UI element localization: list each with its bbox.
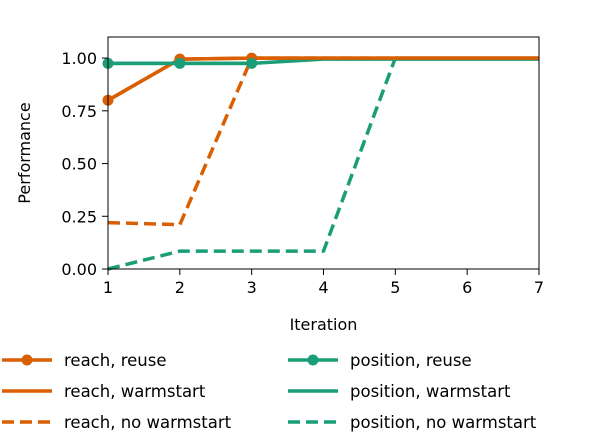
x-tick-label: 7 bbox=[534, 278, 544, 297]
x-tick-label: 4 bbox=[318, 278, 328, 297]
legend-label: position, reuse bbox=[350, 351, 472, 370]
x-axis-label: Iteration bbox=[290, 315, 358, 334]
legend-label: reach, reuse bbox=[64, 351, 166, 370]
legend-label: reach, warmstart bbox=[64, 382, 206, 401]
y-tick-label: 0.75 bbox=[61, 102, 97, 121]
y-tick-label: 0.25 bbox=[61, 207, 97, 226]
y-axis-label: Performance bbox=[15, 102, 34, 203]
x-tick-label: 5 bbox=[390, 278, 400, 297]
legend-marker bbox=[21, 354, 33, 366]
legend-label: position, no warmstart bbox=[350, 413, 537, 432]
y-tick-label: 1.00 bbox=[61, 49, 97, 68]
legend: reach, reuse reach, warmstart reach, no wa… bbox=[2, 351, 537, 432]
legend-marker bbox=[307, 354, 319, 366]
series-marker-position-reuse bbox=[246, 57, 258, 69]
x-tick-label: 2 bbox=[175, 278, 185, 297]
x-tick-label: 1 bbox=[103, 278, 113, 297]
x-tick-label: 3 bbox=[247, 278, 257, 297]
series-marker-position-reuse bbox=[174, 57, 186, 69]
plot-frame bbox=[107, 36, 540, 270]
y-tick-label: 0.50 bbox=[61, 155, 97, 174]
legend-label: position, warmstart bbox=[350, 382, 511, 401]
x-tick-label: 6 bbox=[462, 278, 472, 297]
series-layer bbox=[102, 52, 539, 271]
y-tick-label: 0.00 bbox=[61, 260, 97, 279]
series-line-reach-no-warmstart bbox=[107, 56, 539, 227]
series-line-position-no-warmstart bbox=[107, 56, 539, 271]
axes-layer: 1 2 3 4 5 6 7 0.00 0.25 0.50 0.75 1.00 bbox=[61, 49, 544, 297]
legend-label: reach, no warmstart bbox=[64, 413, 232, 432]
